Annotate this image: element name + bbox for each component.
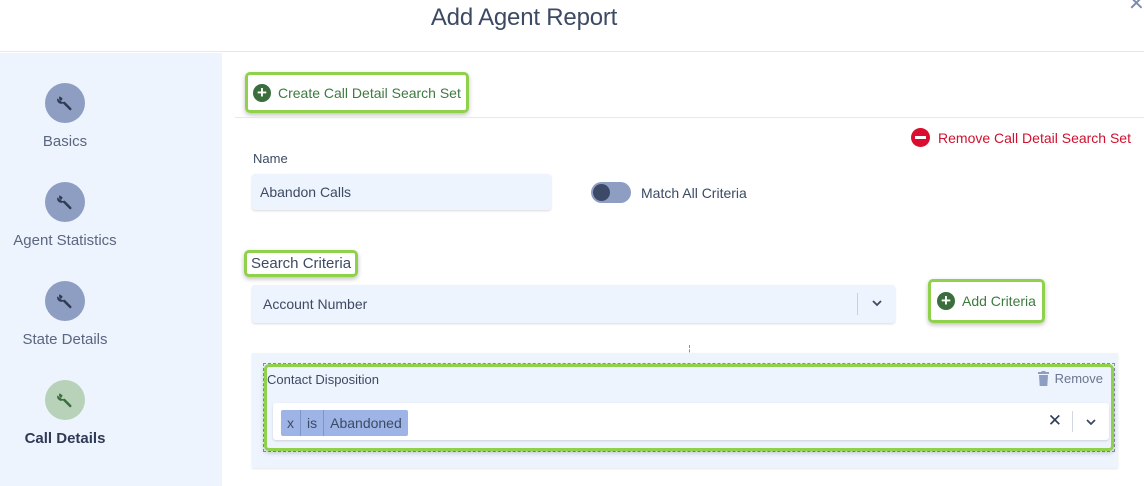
step-label: State Details <box>22 331 108 348</box>
criteria-type-value: Account Number <box>263 296 368 312</box>
criterion-dashed-outline <box>263 363 1115 452</box>
wizard-sidebar: Basics Agent Statistics State Details Ca… <box>0 53 222 486</box>
criterion-label: Contact Disposition <box>267 372 379 387</box>
create-search-set-button[interactable]: + Create Call Detail Search Set <box>245 72 469 113</box>
match-all-label: Match All Criteria <box>641 185 747 201</box>
close-icon[interactable]: ✕ <box>1128 0 1144 15</box>
add-criteria-label: Add Criteria <box>962 293 1036 309</box>
sidebar-step-basics[interactable]: Basics <box>0 83 130 150</box>
tag-value: Abandoned <box>323 410 408 436</box>
step-label: Basics <box>42 133 88 150</box>
tag-operator: is <box>300 410 323 436</box>
sidebar-step-state-details[interactable]: State Details <box>0 281 130 348</box>
chevron-down-icon <box>872 300 882 307</box>
name-label: Name <box>253 151 288 166</box>
remove-criterion-label: Remove <box>1054 371 1103 386</box>
criteria-type-select[interactable]: Account Number <box>252 285 895 323</box>
match-all-toggle[interactable] <box>591 182 631 203</box>
wrench-icon <box>45 281 85 321</box>
name-input[interactable] <box>252 174 551 210</box>
add-criteria-button[interactable]: + Add Criteria <box>928 279 1045 323</box>
trash-icon <box>1037 371 1049 386</box>
select-separator <box>1072 411 1073 432</box>
remove-search-set-label: Remove Call Detail Search Set <box>938 129 1131 146</box>
wrench-icon <box>45 83 85 123</box>
divider <box>235 117 1144 118</box>
wrench-icon <box>45 182 85 222</box>
search-criteria-heading: Search Criteria <box>244 250 359 277</box>
criterion-panel: Contact Disposition Remove x is Abandone… <box>252 353 1118 468</box>
main-content: + Create Call Detail Search Set Remove C… <box>232 53 1144 486</box>
select-separator <box>857 293 858 315</box>
sidebar-step-agent-statistics[interactable]: Agent Statistics <box>0 182 130 249</box>
tag-remove-button[interactable]: x <box>287 415 294 431</box>
filter-tag: x is Abandoned <box>281 410 408 436</box>
remove-criterion-button[interactable]: Remove <box>1037 371 1103 386</box>
step-label: Call Details <box>24 430 106 447</box>
wrench-icon <box>45 380 85 420</box>
minus-circle-icon <box>911 128 931 147</box>
step-label: Agent Statistics <box>13 232 117 249</box>
criterion-contact-disposition: Contact Disposition Remove x is Abandone… <box>264 364 1114 451</box>
plus-circle-icon: + <box>253 83 271 102</box>
chevron-down-icon[interactable] <box>1084 415 1098 429</box>
dialog-header: Add Agent Report ✕ <box>0 0 1144 52</box>
plus-circle-icon: + <box>937 292 955 310</box>
remove-search-set-button[interactable]: Remove Call Detail Search Set <box>911 128 1131 147</box>
sidebar-step-call-details[interactable]: Call Details <box>0 380 130 447</box>
dialog-title: Add Agent Report <box>430 4 618 31</box>
create-search-set-label: Create Call Detail Search Set <box>278 84 461 101</box>
clear-selection-icon[interactable]: ✕ <box>1047 411 1062 430</box>
disposition-multiselect[interactable]: x is Abandoned ✕ <box>273 403 1109 440</box>
toggle-knob <box>593 184 610 201</box>
